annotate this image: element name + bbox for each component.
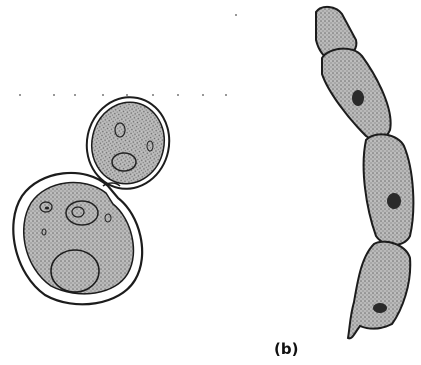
budding-cell (13, 89, 177, 304)
chain-cell-3 (364, 134, 414, 245)
dotted-line (19, 14, 237, 96)
vacuole (51, 250, 99, 292)
chain-cell-4 (348, 242, 410, 339)
chain-nucleus (352, 90, 364, 106)
chain-nucleus (373, 303, 387, 313)
panel-label: (b) (274, 340, 298, 358)
chain-nucleus (387, 193, 401, 209)
cell-chain (316, 7, 413, 338)
mother-cell (13, 173, 142, 304)
